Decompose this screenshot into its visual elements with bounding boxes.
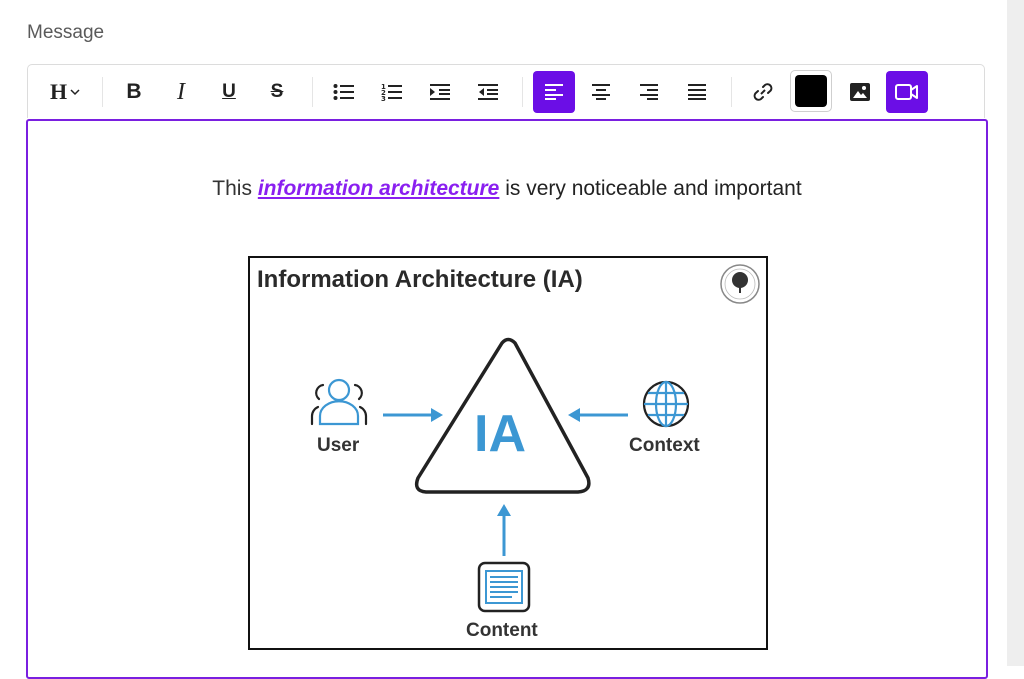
ia-center-label: IA — [474, 405, 526, 463]
message-label: Message — [27, 22, 105, 43]
italic-icon: I — [177, 78, 185, 105]
align-left-button[interactable] — [533, 71, 575, 113]
numbered-list-button[interactable]: 1 2 3 — [371, 71, 413, 113]
ia-triangle — [414, 337, 591, 494]
strikethrough-button[interactable]: S — [256, 71, 298, 113]
document-icon — [477, 561, 531, 613]
align-left-icon — [545, 84, 563, 100]
context-label: Context — [629, 435, 700, 456]
bullet-list-button[interactable] — [323, 71, 365, 113]
information-architecture-link[interactable]: information architecture — [257, 177, 500, 200]
underline-button[interactable]: U — [208, 71, 250, 113]
align-center-button[interactable] — [580, 71, 622, 113]
arrow-left-icon — [568, 408, 628, 422]
tree-logo-icon — [720, 264, 760, 304]
video-icon — [895, 84, 918, 100]
heading-label: H — [49, 79, 68, 104]
insert-image-button[interactable] — [839, 71, 881, 113]
outdent-icon — [478, 84, 498, 100]
paragraph-text-after: is very noticeable and important — [499, 177, 802, 200]
heading-dropdown-button[interactable]: H — [40, 71, 90, 113]
figure-title: Information Architecture (IA) — [257, 266, 583, 293]
bold-icon: B — [126, 80, 142, 103]
image-icon — [850, 83, 870, 101]
align-right-icon — [640, 84, 658, 100]
arrow-right-icon — [383, 408, 443, 422]
align-right-button[interactable] — [628, 71, 670, 113]
embedded-image[interactable]: Information Architecture (IA) — [248, 256, 768, 650]
editor-paragraph: This information architecture is very no… — [28, 177, 986, 201]
ia-diagram — [310, 264, 760, 613]
bullet-list-icon — [333, 84, 354, 100]
strikethrough-icon: S — [270, 81, 284, 102]
chevron-down-icon — [70, 89, 80, 96]
outdent-button[interactable] — [467, 71, 509, 113]
numbered-list-icon: 1 2 3 — [381, 83, 402, 102]
indent-icon — [430, 84, 450, 100]
indent-button[interactable] — [419, 71, 461, 113]
align-center-icon — [592, 84, 610, 100]
arrow-up-icon — [497, 504, 511, 556]
globe-icon — [642, 380, 690, 428]
svg-text:1: 1 — [381, 83, 386, 91]
user-label: User — [317, 435, 360, 456]
svg-text:3: 3 — [381, 95, 386, 102]
text-color-button[interactable] — [790, 70, 832, 112]
align-justify-icon — [688, 84, 706, 100]
content-label: Content — [466, 620, 538, 641]
group-outline-icon — [310, 383, 368, 426]
italic-button[interactable]: I — [160, 71, 202, 113]
svg-text:2: 2 — [381, 89, 386, 97]
link-icon — [753, 83, 773, 101]
underline-icon: U — [222, 81, 236, 102]
editor-toolbar: H B I U S 1 2 3 — [27, 64, 985, 118]
bold-button[interactable]: B — [113, 71, 155, 113]
window-edge — [1007, 0, 1024, 666]
message-editor[interactable]: This information architecture is very no… — [26, 119, 988, 679]
align-justify-button[interactable] — [676, 71, 718, 113]
paragraph-text-before: This — [212, 177, 258, 200]
link-button[interactable] — [742, 71, 784, 113]
color-swatch-icon — [795, 75, 827, 107]
insert-video-button[interactable] — [886, 71, 928, 113]
user-icon — [318, 378, 360, 426]
